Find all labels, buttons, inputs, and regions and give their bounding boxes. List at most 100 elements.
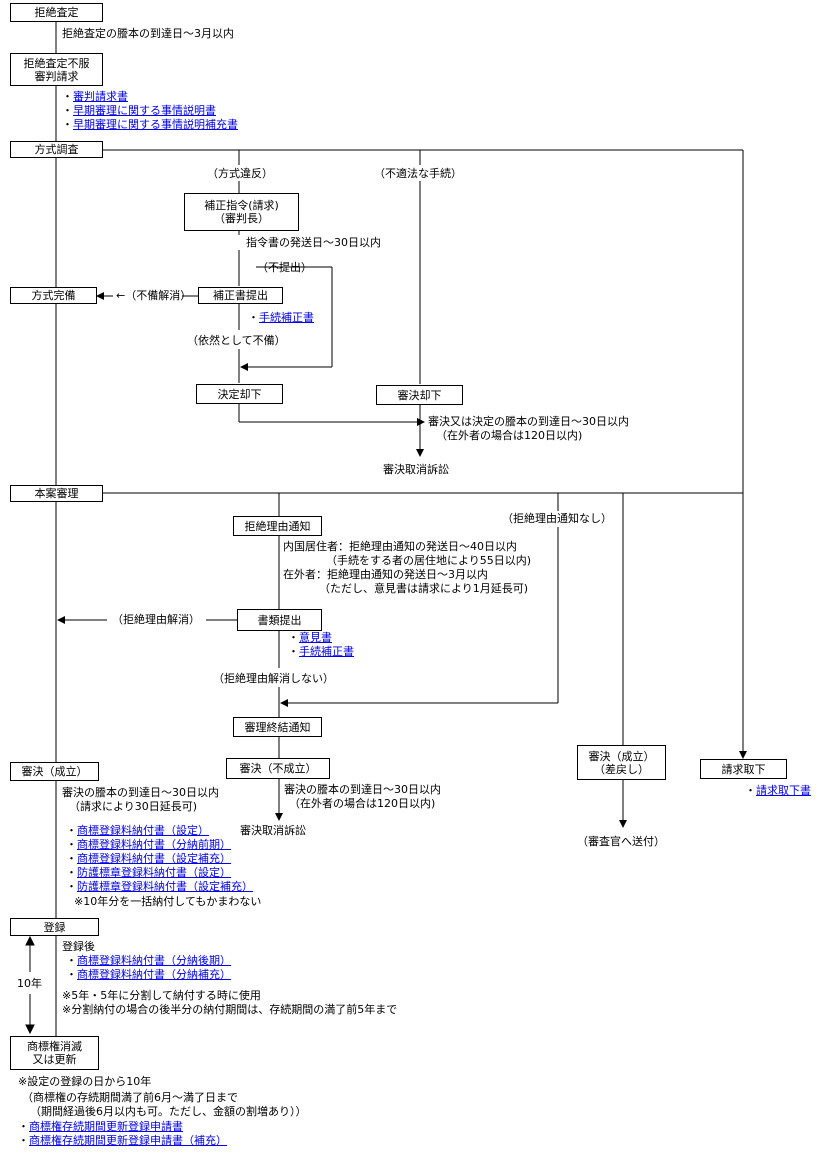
granted-deadline-text-1: 審決の謄本の到達日～30日以内 (62, 786, 219, 800)
bullet: ・ (62, 90, 73, 103)
expiry-renewal-label-2: 又は更新 (33, 1053, 77, 1066)
bullet: ・ (18, 1120, 29, 1133)
amendment-order-box: 補正指令(請求) （審判長） (184, 193, 299, 231)
renewal-application-supplement-link[interactable]: 商標権存続期間更新登録申請書（補充） (29, 1134, 227, 1147)
bullet: ・ (62, 104, 73, 117)
bullet: ・ (66, 852, 77, 865)
order-deadline-text: 指令書の発送日～30日以内 (246, 236, 381, 250)
installment-fee-docs-list: ・商標登録料納付書（分納後期） ・商標登録料納付書（分納補充） (66, 954, 231, 982)
document-submission-box: 書類提出 (237, 609, 322, 631)
registration-label: 登録 (44, 921, 66, 934)
fee-payment-first-half-link[interactable]: 商標登録料納付書（分納前期） (77, 838, 231, 851)
merits-examination-box: 本案審理 (10, 485, 103, 502)
ten-year-term-label: 10年 (17, 977, 42, 991)
appeal-docs-list: ・審判請求書 ・早期審理に関する事情説明書 ・早期審理に関する事情説明補充書 (62, 90, 238, 132)
lump-sum-note: ※10年分を一括納付してもかまわない (74, 895, 261, 909)
appeal-deadline-text: 拒絶査定の謄本の到達日～3月以内 (62, 27, 234, 41)
refusal-notice-label: 拒絶理由通知 (245, 520, 311, 533)
registration-fee-docs-list: ・商標登録料納付書（設定） ・商標登録料納付書（分納前期） ・商標登録料納付書（… (66, 824, 253, 894)
improper-procedure-text: （不適法な手続） (374, 167, 462, 181)
remand-label-1: 審決（成立） (589, 750, 655, 763)
after-registration-text: 登録後 (62, 940, 95, 954)
formality-complete-label: 方式完備 (32, 289, 76, 302)
decision-dismissal-label: 決定却下 (218, 388, 262, 401)
bullet: ・ (66, 880, 77, 893)
bullet: ・ (288, 645, 299, 658)
refusal-resolved-text: （拒絶理由解消） (112, 613, 200, 627)
renewal-application-link[interactable]: 商標権存続期間更新登録申請書 (29, 1120, 183, 1133)
rejection-decision-label: 拒絶査定 (35, 6, 79, 19)
not-resolved-text: （拒絶理由解消しない） (213, 672, 334, 686)
amendment-order-label-1: 補正指令(請求) (204, 199, 279, 212)
remand-label-2: （差戻し） (594, 763, 649, 776)
withdrawal-box: 請求取下 (700, 759, 787, 779)
merits-examination-label: 本案審理 (35, 487, 79, 500)
formality-complete-box: 方式完備 (10, 287, 97, 304)
withdrawal-label: 請求取下 (722, 763, 766, 776)
hearing-closed-box: 審理終結通知 (233, 717, 322, 737)
defensive-mark-fee-link[interactable]: 防護標章登録料納付書（設定） (77, 866, 231, 879)
refusal-deadline-domestic-note: （手続をする者の居住地により55日以内) (326, 554, 531, 568)
expedited-explanation-link[interactable]: 早期審理に関する事情説明書 (73, 104, 216, 117)
formality-check-label: 方式調査 (35, 143, 79, 156)
fee-payment-second-half-link[interactable]: 商標登録料納付書（分納後期） (77, 954, 231, 967)
amendment-submitted-box: 補正書提出 (198, 287, 283, 304)
no-refusal-notice-text: （拒絶理由通知なし） (502, 512, 612, 526)
granted-deadline-text-2: （請求により30日延長可) (69, 800, 197, 814)
rejected-deadline-text-1: 審決の謄本の到達日～30日以内 (284, 783, 441, 797)
appeal-granted-label: 審決（成立） (22, 765, 88, 778)
written-opinion-link[interactable]: 意見書 (299, 631, 332, 644)
refusal-deadline-domestic: 内国居住者：拒絶理由通知の発送日～40日以内 (283, 540, 517, 554)
refusal-deadline-foreign: 在外者：拒絶理由通知の発送日～3月以内 (283, 568, 488, 582)
refusal-deadline-foreign-note: （ただし、意見書は請求により1月延長可) (319, 582, 528, 596)
bullet: ・ (66, 838, 77, 851)
bullet: ・ (18, 1134, 29, 1147)
remand-box: 審決（成立） （差戻し） (577, 745, 666, 780)
appeal-request-label-2: 審判請求 (35, 70, 79, 83)
procedure-amendment-link-1[interactable]: 手続補正書 (259, 311, 314, 324)
appeal-rejected-label: 審決（不成立） (240, 762, 317, 775)
installment-note-1: ※5年・5年に分割して納付する時に使用 (62, 989, 261, 1003)
expiry-renewal-box: 商標権消滅 又は更新 (10, 1036, 99, 1070)
renewal-note-2: （商標権の存続期間満了前6月～満了日まで (22, 1091, 238, 1105)
deficiency-resolved-text: ←（不備解消） (116, 289, 191, 303)
document-submission-label: 書類提出 (258, 614, 302, 627)
not-submitted-text: （不提出） (257, 261, 312, 275)
hearing-closed-label: 審理終結通知 (245, 721, 311, 734)
amendment-submitted-label: 補正書提出 (213, 289, 268, 302)
expiry-renewal-label-1: 商標権消滅 (27, 1040, 82, 1053)
bullet: ・ (745, 784, 756, 797)
bullet: ・ (62, 118, 73, 131)
appeal-dismissal-box: 審決却下 (376, 385, 463, 405)
withdrawal-doc-link[interactable]: 請求取下書 (756, 784, 811, 797)
still-deficient-text: （依然として不備） (187, 334, 286, 348)
response-docs-list: ・意見書 ・手続補正書 (288, 631, 354, 659)
registration-box: 登録 (10, 918, 99, 936)
withdrawal-docs-list: ・請求取下書 (745, 784, 811, 798)
decision-dismissal-box: 決定却下 (196, 384, 283, 404)
renewal-note-1: ※設定の登録の日から10年 (18, 1075, 151, 1089)
appeal-request-doc-link[interactable]: 審判請求書 (73, 90, 128, 103)
fee-payment-installment-supplement-link[interactable]: 商標登録料納付書（分納補充） (77, 968, 231, 981)
appeal-request-label-1: 拒絶査定不服 (24, 57, 90, 70)
bullet: ・ (66, 824, 77, 837)
fee-payment-setting-link[interactable]: 商標登録料納付書（設定） (77, 824, 209, 837)
fee-payment-setting-supplement-link[interactable]: 商標登録料納付書（設定補充） (77, 852, 231, 865)
defensive-mark-fee-supplement-link[interactable]: 防護標章登録料納付書（設定補充） (77, 880, 253, 893)
expedited-supplement-link[interactable]: 早期審理に関する事情説明補充書 (73, 118, 238, 131)
bullet: ・ (66, 954, 77, 967)
bullet: ・ (66, 866, 77, 879)
amendment-order-label-2: （審判長） (214, 212, 269, 225)
appeal-granted-box: 審決（成立） (10, 762, 99, 781)
appeal-rejected-box: 審決（不成立） (226, 758, 330, 779)
procedure-amendment-link-2[interactable]: 手続補正書 (299, 645, 354, 658)
installment-note-2: ※分割納付の場合の後半分の納付期間は、存続期間の満了前5年まで (62, 1003, 397, 1017)
amendment-docs-list: ・手続補正書 (248, 311, 314, 325)
bullet: ・ (66, 968, 77, 981)
appeal-request-box: 拒絶査定不服 審判請求 (10, 53, 103, 86)
revocation-suit-text-1: 審決取消訴訟 (383, 463, 449, 477)
formality-check-box: 方式調査 (10, 141, 103, 158)
renewal-docs-list: ・商標権存続期間更新登録申請書 ・商標権存続期間更新登録申請書（補充） (18, 1120, 227, 1148)
formality-violation-text: （方式違反） (207, 167, 273, 181)
